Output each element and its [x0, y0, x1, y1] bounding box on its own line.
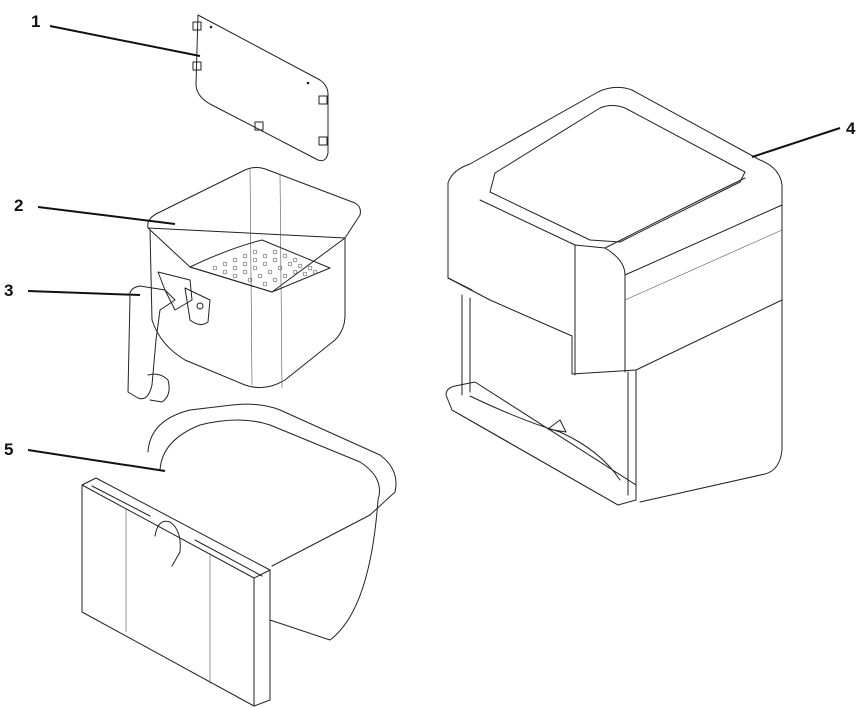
- leader-line-2: [37, 206, 176, 225]
- part-1-plate: [192, 14, 329, 162]
- callout-2-label: 2: [14, 196, 24, 215]
- callout-1-label: 1: [31, 12, 41, 31]
- leader-line-1: [49, 25, 201, 57]
- part-5-drawer: [81, 403, 397, 707]
- leader-line-3: [27, 290, 141, 296]
- part-3-handle: [127, 271, 211, 403]
- callout-5-label: 5: [4, 440, 14, 459]
- part-4-main-unit: [445, 86, 783, 506]
- part-2-basket: [147, 167, 361, 389]
- callout-3-label: 3: [4, 281, 14, 300]
- leader-line-5: [27, 449, 166, 472]
- leader-line-4: [751, 127, 841, 158]
- callout-4-label: 4: [846, 119, 856, 138]
